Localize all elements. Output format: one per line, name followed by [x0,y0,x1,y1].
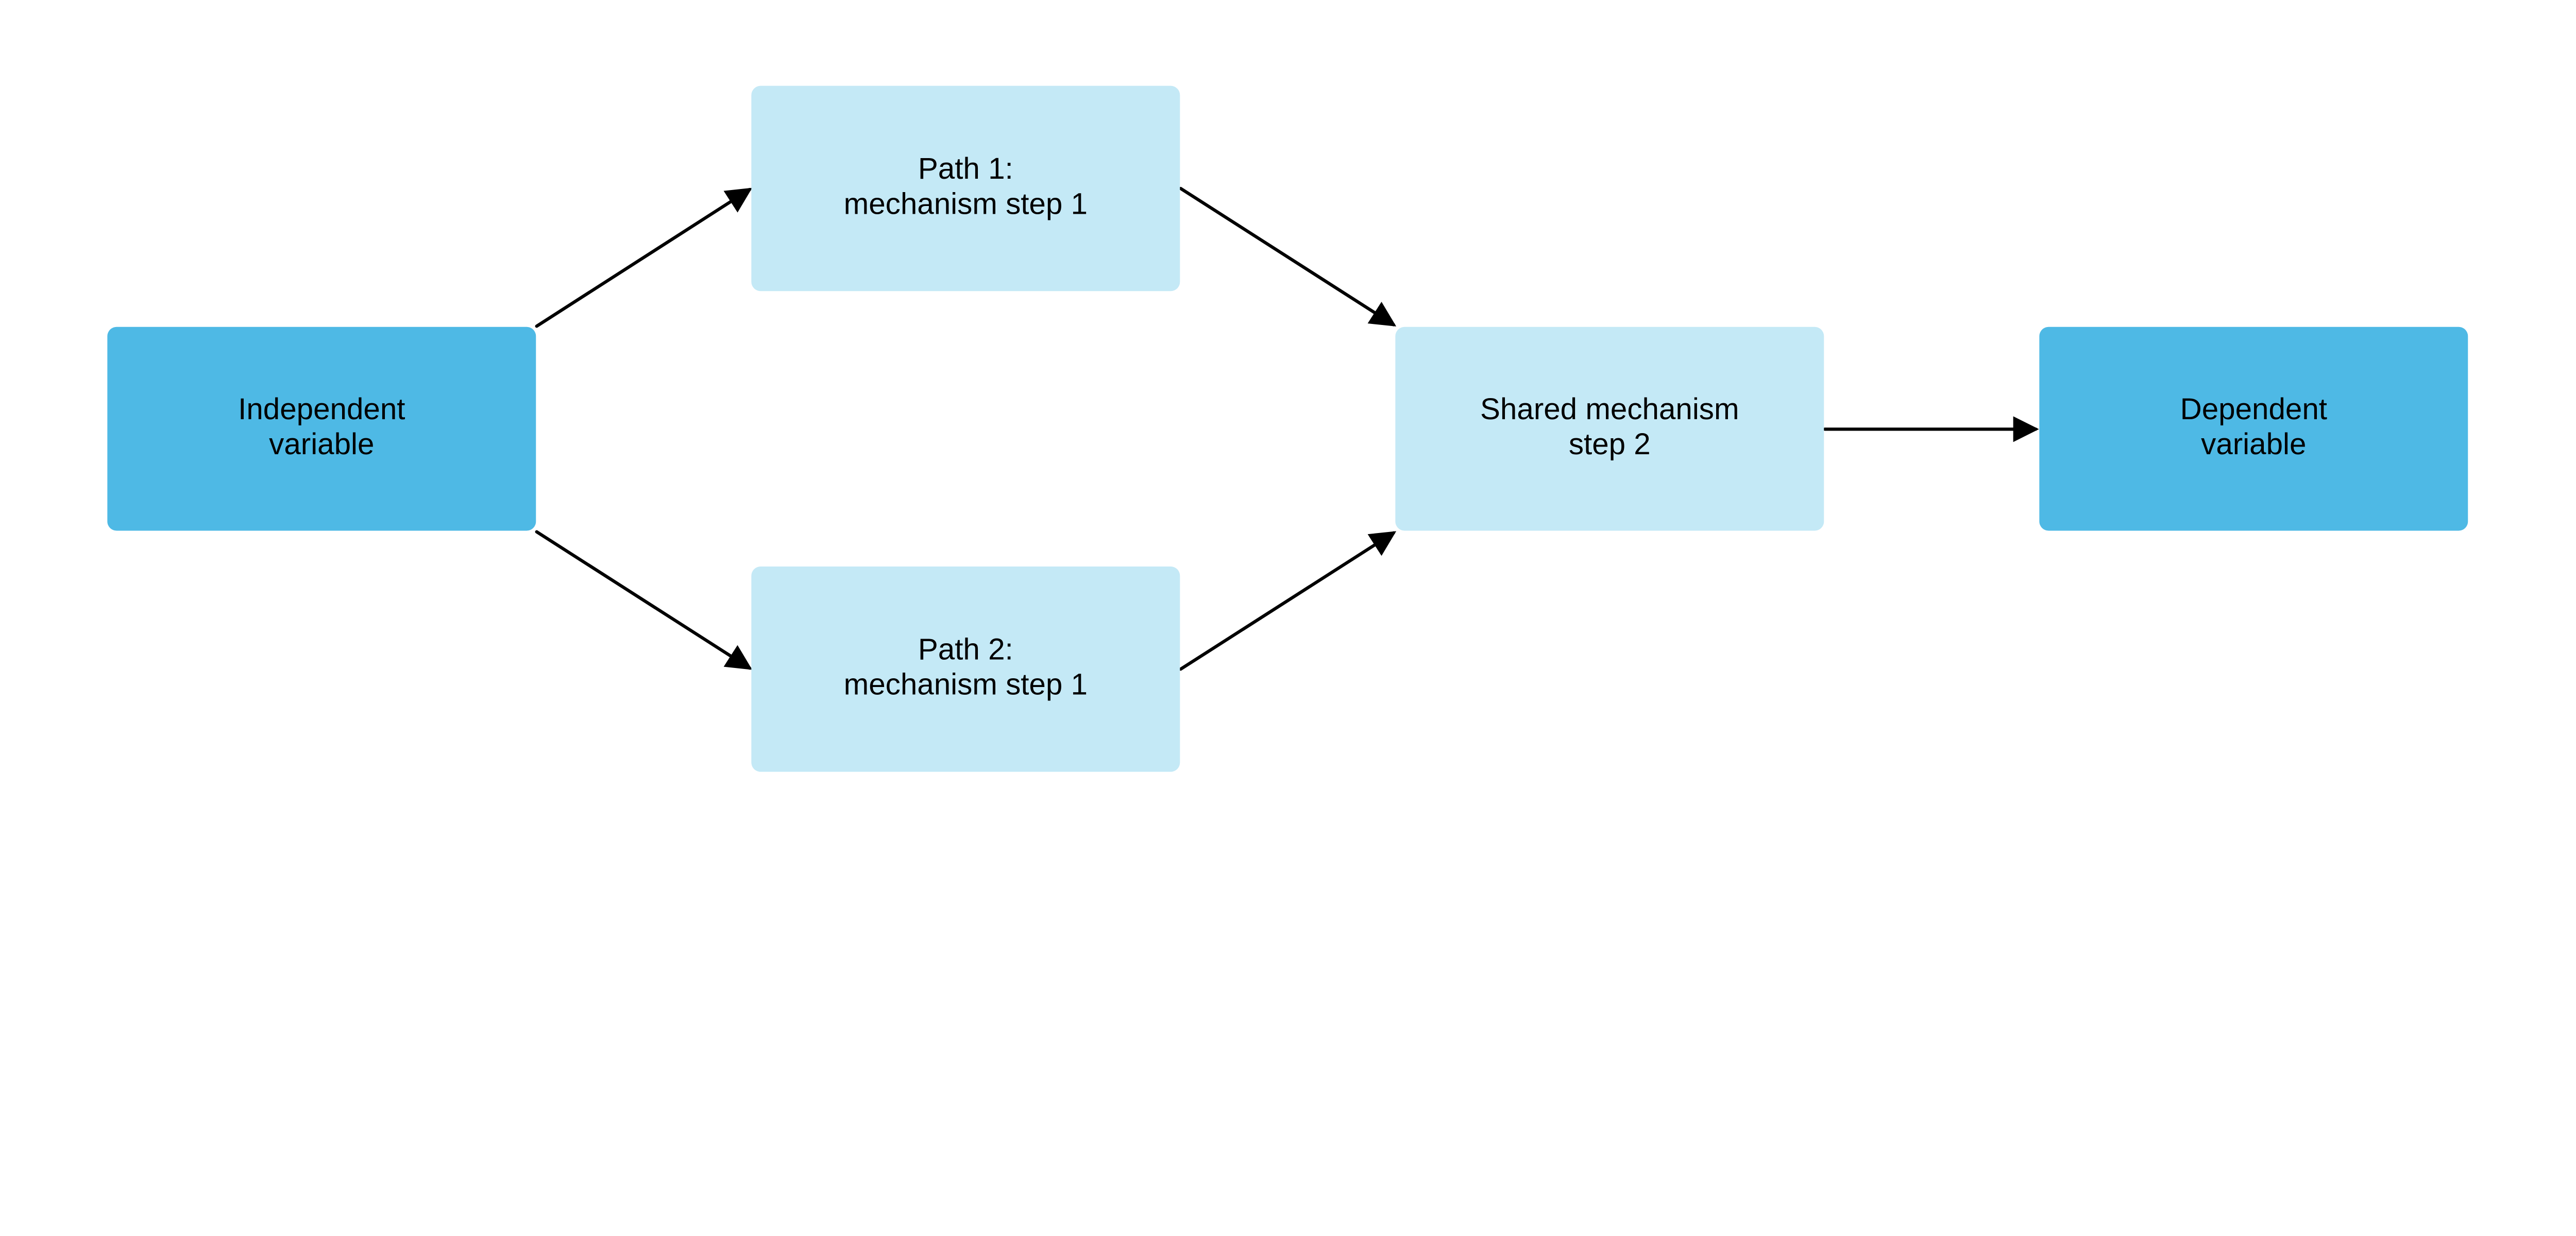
node-box [751,85,1180,291]
node-box [1395,327,1824,531]
edges [535,186,2039,671]
node-label-line1: Dependent [2180,392,2327,426]
node-label-line2: mechanism step 1 [844,668,1088,701]
node-box [107,327,536,531]
node-label-line2: mechanism step 1 [844,187,1088,220]
arrow-independent-to-path1 [535,187,753,328]
diagram-canvas: Independent variable Path 1: mechanism s… [107,85,2468,772]
node-label-line1: Path 1: [918,152,1013,185]
node-shared-mechanism: Shared mechanism step 2 [1395,327,1824,531]
node-label-line1: Shared mechanism [1480,392,1739,426]
arrow-path1-to-shared [1179,186,1397,327]
node-label-line1: Path 2: [918,633,1013,666]
node-path1-step1: Path 1: mechanism step 1 [751,85,1180,291]
arrow-independent-to-path2 [535,530,753,670]
node-path2-step1: Path 2: mechanism step 1 [751,566,1180,772]
arrow-path2-to-shared [1179,531,1397,671]
node-box [2039,327,2468,531]
node-label-line2: step 2 [1569,427,1651,461]
node-dependent-variable: Dependent variable [2039,327,2468,531]
node-box [751,566,1180,772]
node-independent-variable: Independent variable [107,327,536,531]
node-label-line2: variable [2201,427,2306,461]
node-label-line2: variable [269,427,374,461]
node-label-line1: Independent [238,392,405,426]
